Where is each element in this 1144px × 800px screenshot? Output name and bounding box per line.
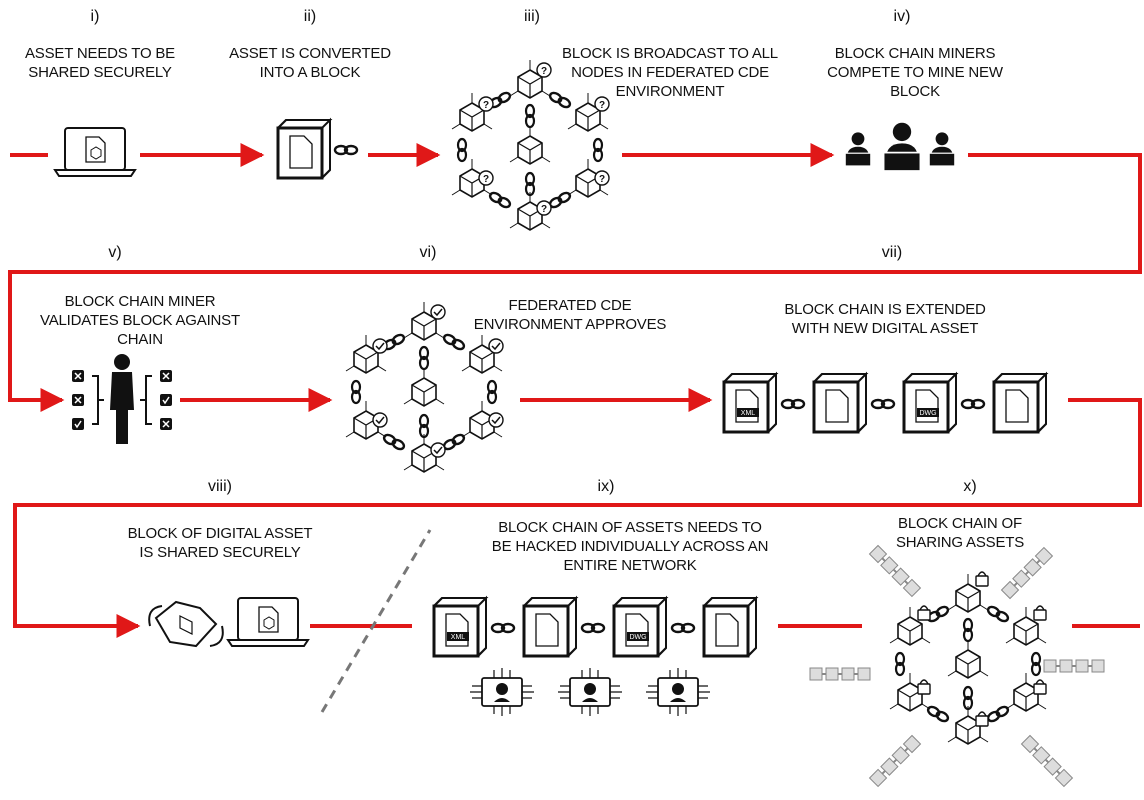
svg-text:?: ?: [599, 174, 605, 185]
laptop-icon-secure: [228, 598, 308, 646]
svg-text:?: ?: [541, 204, 547, 215]
laptop-icon: [55, 128, 135, 176]
svg-text:?: ?: [541, 66, 547, 77]
svg-text:?: ?: [599, 100, 605, 111]
flow-connectors: [10, 155, 1140, 626]
hacker-icon: [470, 668, 710, 716]
blockchain-hacked-icon: XML DWG: [434, 598, 756, 656]
divider-line: [322, 530, 430, 712]
approved-network-icon: [346, 302, 503, 472]
dwg-label: DWG: [919, 410, 936, 417]
handshake-icon: [149, 602, 223, 646]
sharing-network-icon: [810, 546, 1104, 787]
xml-label-2: XML: [451, 634, 466, 641]
dwg-label-2: DWG: [629, 634, 646, 641]
validator-icon: [72, 354, 172, 444]
svg-text:?: ?: [483, 100, 489, 111]
blockchain-icon: XML DWG: [724, 374, 1046, 432]
svg-text:?: ?: [483, 174, 489, 185]
miners-icon: [845, 123, 955, 171]
network-icon: ??? ???: [452, 60, 609, 230]
xml-label: XML: [741, 410, 756, 417]
block-icon: [278, 120, 357, 178]
